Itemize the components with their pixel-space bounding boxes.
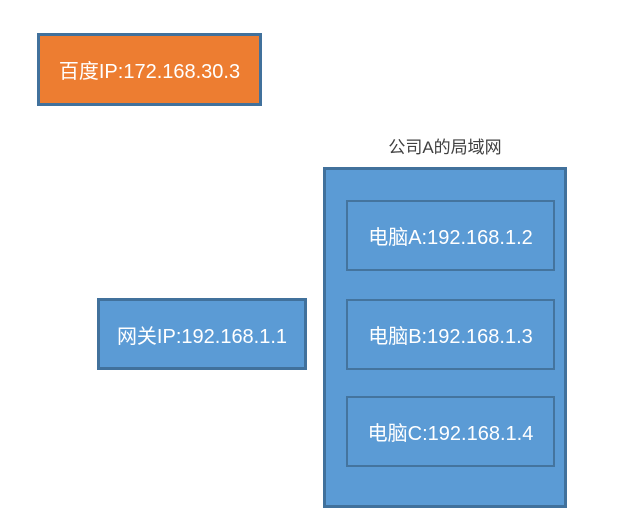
- gateway-ip-label: 网关IP:192.168.1.1: [116, 325, 288, 348]
- computer-a-box: 电脑A:192.168.1.2: [346, 200, 555, 271]
- baidu-ip-label: 百度IP:172.168.30.3: [58, 61, 241, 83]
- computer-b-label: 电脑B:192.168.1.3: [368, 326, 533, 348]
- baidu-ip-box: 百度IP:172.168.30.3: [37, 33, 262, 106]
- computer-b-box: 电脑B:192.168.1.3: [346, 299, 555, 370]
- computer-c-box: 电脑C:192.168.1.4: [346, 396, 555, 467]
- gateway-ip-box: 网关IP:192.168.1.1: [97, 298, 307, 370]
- lan-title: 公司A的局域网: [388, 138, 502, 157]
- computer-a-label: 电脑A:192.168.1.2: [368, 227, 533, 249]
- lan-container-box: 电脑A:192.168.1.2 电脑B:192.168.1.3 电脑C:192.…: [323, 167, 567, 508]
- computer-c-label: 电脑C:192.168.1.4: [367, 423, 534, 445]
